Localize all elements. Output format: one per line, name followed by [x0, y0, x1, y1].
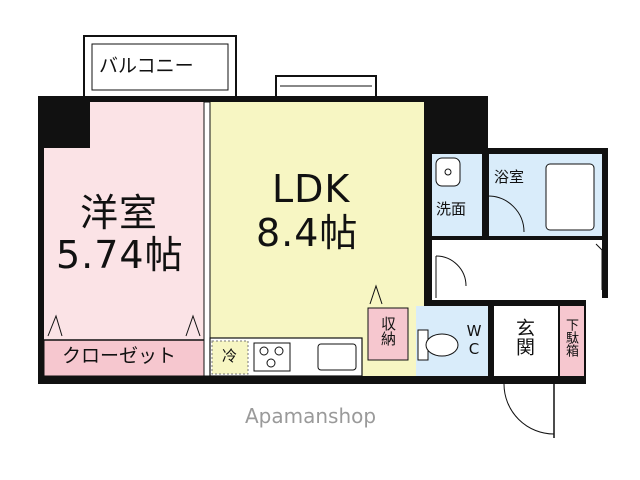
- wash-basin: [435, 157, 461, 187]
- washroom-label: 洗面: [436, 200, 467, 218]
- watermark: Apamanshop: [245, 404, 377, 428]
- entrance-label: 玄関: [513, 318, 535, 356]
- shoe-box-floor: [560, 306, 584, 376]
- ldk-size: 8.4帖: [256, 211, 359, 255]
- storage-floor: [367, 307, 409, 361]
- kitchen-counter: [209, 337, 363, 377]
- shoe-box-label: 下駄箱: [563, 318, 578, 357]
- storage-label: 収納: [379, 316, 397, 346]
- entrance-door: [503, 383, 555, 438]
- ldk-name: LDK: [272, 167, 351, 211]
- corridor-floor: [432, 240, 602, 300]
- toilet-label: WC: [465, 322, 483, 358]
- fridge-label: 冷: [222, 347, 238, 365]
- western-room-name: 洋室: [80, 191, 159, 235]
- entrance-floor: [494, 306, 558, 376]
- balcony-label: バルコニー: [99, 55, 194, 77]
- closet-label: クローゼット: [62, 345, 177, 367]
- bathtub: [545, 163, 595, 231]
- western-room-size: 5.74帖: [56, 233, 184, 277]
- bathroom-label: 浴室: [494, 168, 525, 186]
- toilet-fixture: [417, 329, 459, 361]
- western-room-pillar: [44, 102, 90, 148]
- closet-floor: [43, 339, 205, 377]
- balcony: [83, 35, 237, 99]
